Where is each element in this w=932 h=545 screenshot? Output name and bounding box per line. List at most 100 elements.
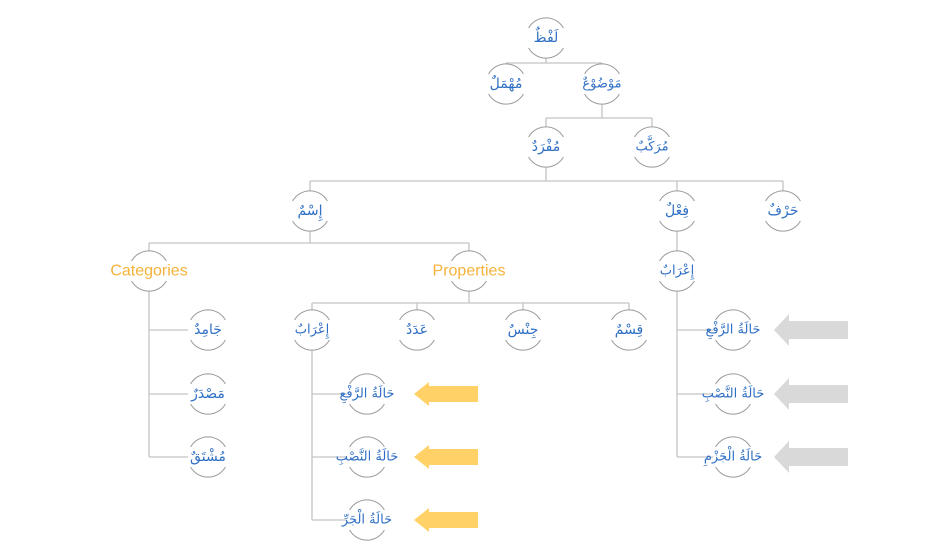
node-arc-top bbox=[715, 373, 751, 385]
node-irab_ism[interactable]: إِعْرَابٌ bbox=[294, 309, 331, 351]
node-fil_raf[interactable]: حَالَةُ الرَّفْعِ bbox=[706, 309, 761, 351]
node-label: Categories bbox=[110, 263, 187, 280]
node-arc-top bbox=[349, 373, 385, 385]
node-fil_jazm[interactable]: حَالَةُ الْجَزْمِ bbox=[703, 436, 762, 478]
node-label: جَامِدٌ bbox=[194, 322, 222, 338]
node-irab_fil[interactable]: إِعْرَابٌ bbox=[659, 250, 696, 292]
node-label: إِسْمٌ bbox=[298, 203, 323, 221]
node-masdar[interactable]: مَصْدَرٌ bbox=[190, 373, 226, 415]
arrows bbox=[414, 314, 848, 532]
node-mufrad[interactable]: مُفْرَدٌ bbox=[528, 126, 564, 168]
gray-arrow-icon bbox=[774, 441, 848, 473]
gray-arrow-icon bbox=[774, 378, 848, 410]
node-arc-bottom bbox=[451, 280, 487, 292]
node-arc-top bbox=[634, 126, 670, 138]
node-arc-bottom bbox=[528, 156, 564, 168]
node-arc-bottom bbox=[659, 220, 695, 232]
node-mawdu[interactable]: مَوْضُوْعٌ bbox=[582, 63, 622, 105]
node-arc-top bbox=[190, 373, 226, 385]
node-arc-bottom bbox=[765, 220, 801, 232]
node-arc-top bbox=[292, 190, 328, 202]
node-label: مُشْتَقٌ bbox=[190, 449, 226, 465]
node-arc-top bbox=[349, 436, 385, 448]
node-arc-top bbox=[399, 309, 435, 321]
node-arc-top bbox=[715, 436, 751, 448]
node-label: مَصْدَرٌ bbox=[190, 386, 225, 402]
node-qism[interactable]: قِسْمٌ bbox=[611, 309, 647, 351]
node-ism_raf[interactable]: حَالَةُ الرَّفْعِ bbox=[340, 373, 395, 415]
node-arc-top bbox=[528, 17, 564, 29]
node-properties[interactable]: Properties bbox=[433, 250, 506, 292]
node-mushtaq[interactable]: مُشْتَقٌ bbox=[190, 436, 226, 478]
node-label: إِعْرَابٌ bbox=[295, 322, 330, 339]
node-ism[interactable]: إِسْمٌ bbox=[292, 190, 328, 232]
node-label: إِعْرَابٌ bbox=[660, 263, 695, 280]
node-fil[interactable]: فِعْلٌ bbox=[659, 190, 695, 232]
node-arc-bottom bbox=[488, 93, 524, 105]
node-arc-top bbox=[611, 309, 647, 321]
node-arc-top bbox=[715, 309, 751, 321]
node-adad[interactable]: عَدَدٌ bbox=[399, 309, 435, 351]
node-label: لَفْظٌ bbox=[534, 27, 559, 46]
node-label: جِنْسٌ bbox=[508, 322, 539, 338]
node-arc-bottom bbox=[292, 220, 328, 232]
node-arc-top bbox=[505, 309, 541, 321]
node-label: فِعْلٌ bbox=[665, 202, 689, 219]
yellow-arrow-icon bbox=[414, 382, 478, 406]
node-arc-top bbox=[349, 499, 385, 511]
yellow-arrow-icon bbox=[414, 445, 478, 469]
node-arc-bottom bbox=[349, 466, 385, 478]
gray-arrow-icon bbox=[774, 314, 848, 346]
node-arc-top bbox=[190, 436, 226, 448]
node-label: Properties bbox=[433, 263, 506, 280]
node-arc-top bbox=[765, 190, 801, 202]
yellow-arrow-icon bbox=[414, 508, 478, 532]
node-arc-top bbox=[659, 250, 695, 262]
node-arc-top bbox=[451, 250, 487, 262]
node-arc-bottom bbox=[190, 403, 226, 415]
nodes: لَفْظٌ مُهْمَلٌ مَوْضُوْعٌ مُفْرَدٌ مُرَكَّب… bbox=[110, 17, 801, 541]
node-arc-bottom bbox=[399, 339, 435, 351]
node-arc-bottom bbox=[715, 466, 751, 478]
node-label: حَالَةُ الْجَرِّ bbox=[341, 509, 392, 528]
node-label: مُهْمَلٌ bbox=[490, 75, 523, 92]
node-muhmal[interactable]: مُهْمَلٌ bbox=[488, 63, 524, 105]
node-arc-top bbox=[294, 309, 330, 321]
node-ism_jarr[interactable]: حَالَةُ الْجَرِّ bbox=[341, 499, 392, 541]
node-arc-bottom bbox=[659, 280, 695, 292]
node-fil_nasb[interactable]: حَالَةُ النَّصْبِ bbox=[702, 373, 765, 415]
node-arc-bottom bbox=[190, 466, 226, 478]
node-label: قِسْمٌ bbox=[615, 322, 644, 338]
node-jamid[interactable]: جَامِدٌ bbox=[190, 309, 226, 351]
node-arc-bottom bbox=[131, 280, 167, 292]
node-arc-bottom bbox=[584, 93, 620, 105]
node-ism_nasb[interactable]: حَالَةُ النَّصْبِ bbox=[336, 436, 399, 478]
node-label: حَالَةُ النَّصْبِ bbox=[702, 384, 765, 402]
node-arc-top bbox=[528, 126, 564, 138]
node-label: حَالَةُ الْجَزْمِ bbox=[703, 446, 762, 467]
connectors bbox=[148, 58, 784, 521]
node-arc-bottom bbox=[190, 339, 226, 351]
node-arc-top bbox=[131, 250, 167, 262]
node-lafz[interactable]: لَفْظٌ bbox=[528, 17, 564, 59]
node-arc-top bbox=[488, 63, 524, 75]
node-arc-bottom bbox=[528, 47, 564, 59]
node-harf[interactable]: حَرْفٌ bbox=[765, 190, 801, 232]
node-arc-bottom bbox=[294, 339, 330, 351]
node-arc-top bbox=[659, 190, 695, 202]
node-categories[interactable]: Categories bbox=[110, 250, 188, 292]
node-arc-top bbox=[584, 63, 620, 75]
node-label: مُرَكَّبٌ bbox=[635, 134, 668, 154]
node-arc-bottom bbox=[634, 156, 670, 168]
node-arc-top bbox=[190, 309, 226, 321]
node-murakkab[interactable]: مُرَكَّبٌ bbox=[634, 126, 670, 168]
node-label: مَوْضُوْعٌ bbox=[582, 76, 621, 92]
node-jins[interactable]: جِنْسٌ bbox=[505, 309, 541, 351]
node-label: حَالَةُ الرَّفْعِ bbox=[706, 321, 761, 340]
node-arc-bottom bbox=[349, 529, 385, 541]
node-arc-bottom bbox=[715, 339, 751, 351]
node-arc-bottom bbox=[349, 403, 385, 415]
node-label: حَرْفٌ bbox=[768, 203, 799, 219]
node-label: عَدَدٌ bbox=[406, 322, 428, 338]
